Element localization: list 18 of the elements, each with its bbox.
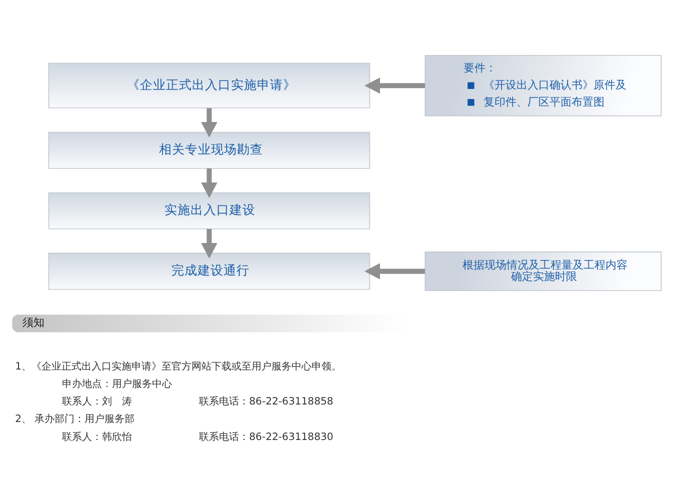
arrow <box>201 228 218 258</box>
node-box: 根据现场情况及工程量及工程内容确定实施时限 <box>424 251 662 291</box>
node-box: 完成建设通行 <box>48 252 370 290</box>
label: 申办地点：用户服务中心 <box>62 378 172 390</box>
node-box: 《企业正式出入口实施申请》 <box>48 62 370 108</box>
arrow <box>201 168 218 198</box>
label: 联系人：刘 涛 <box>62 396 132 408</box>
label: 2、 承办部门：用户服务部 <box>15 414 135 425</box>
node-box: 相关专业现场勘查 <box>48 131 370 168</box>
label: 联系电话：86-22-63118858 <box>199 396 334 408</box>
node-box: 实施出入口建设 <box>48 192 370 229</box>
label: 1、《企业正式出入口实施申请》至官方网站下载或至用户服务中心申领。 <box>15 360 342 372</box>
label: 联系人：韩欣怡 <box>62 431 132 442</box>
label: 联系电话：86-22-63118830 <box>199 431 334 442</box>
arrow <box>364 76 425 94</box>
node-box: 要件： 《开设出入口确认书》原件及 复印件、厂区平面布置图 <box>424 54 662 116</box>
arrow <box>201 108 218 138</box>
arrow <box>364 262 425 279</box>
